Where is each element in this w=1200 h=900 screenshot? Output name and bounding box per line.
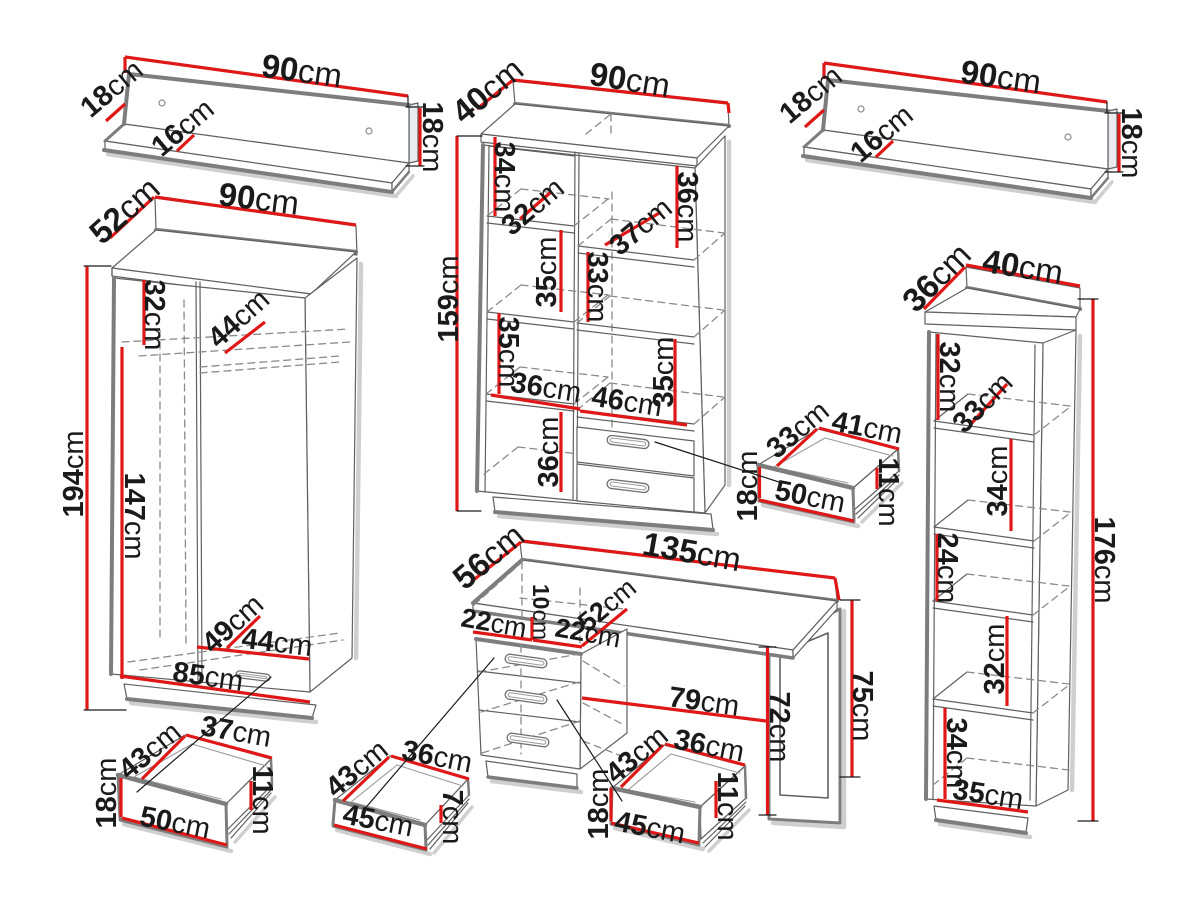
svg-text:35cm: 35cm (950, 774, 1025, 817)
svg-text:75cm: 75cm (846, 671, 878, 742)
svg-text:37cm: 37cm (198, 710, 273, 754)
svg-text:45cm: 45cm (340, 799, 416, 844)
svg-text:33cm: 33cm (581, 252, 613, 323)
svg-text:22cm: 22cm (459, 602, 529, 643)
svg-text:90cm: 90cm (587, 54, 673, 103)
svg-text:32cm: 32cm (933, 342, 965, 413)
svg-text:194cm: 194cm (58, 430, 90, 517)
svg-text:46cm: 46cm (589, 381, 664, 424)
svg-text:10cm: 10cm (528, 584, 554, 640)
svg-text:44cm: 44cm (240, 623, 314, 663)
svg-text:35cm: 35cm (492, 317, 524, 388)
svg-text:79cm: 79cm (667, 681, 742, 723)
svg-text:40cm: 40cm (980, 241, 1066, 290)
svg-text:11cm: 11cm (711, 771, 743, 840)
svg-text:36cm: 36cm (508, 367, 583, 410)
svg-text:18cm: 18cm (732, 451, 764, 522)
svg-text:36cm: 36cm (671, 724, 747, 769)
svg-text:36cm: 36cm (671, 172, 703, 243)
svg-text:22cm: 22cm (553, 612, 623, 653)
svg-text:41cm: 41cm (829, 406, 905, 451)
svg-text:34cm: 34cm (488, 142, 520, 213)
svg-text:159cm: 159cm (433, 255, 465, 342)
svg-text:176cm: 176cm (1088, 516, 1120, 603)
svg-text:147cm: 147cm (118, 472, 150, 559)
svg-text:35cm: 35cm (648, 337, 680, 408)
svg-text:32cm: 32cm (138, 280, 170, 351)
svg-text:36cm: 36cm (533, 417, 565, 488)
svg-text:32cm: 32cm (979, 624, 1011, 695)
svg-text:18cm: 18cm (91, 758, 123, 829)
svg-text:90cm: 90cm (217, 175, 302, 222)
svg-text:34cm: 34cm (982, 446, 1014, 517)
svg-text:35cm: 35cm (531, 237, 563, 308)
svg-text:34cm: 34cm (940, 718, 972, 789)
svg-text:18cm: 18cm (1115, 108, 1147, 179)
svg-text:50cm: 50cm (137, 801, 213, 846)
svg-text:85cm: 85cm (171, 656, 246, 698)
svg-text:18cm: 18cm (416, 102, 448, 173)
svg-text:90cm: 90cm (259, 46, 344, 94)
svg-text:90cm: 90cm (958, 52, 1043, 100)
svg-text:50cm: 50cm (772, 475, 848, 520)
svg-text:18cm: 18cm (583, 769, 615, 840)
svg-text:7cm: 7cm (436, 790, 468, 845)
svg-text:36cm: 36cm (399, 735, 475, 780)
svg-text:45cm: 45cm (612, 806, 688, 851)
svg-text:24cm: 24cm (931, 533, 963, 604)
svg-text:11cm: 11cm (872, 457, 904, 526)
svg-text:11cm: 11cm (246, 765, 278, 834)
svg-text:72cm: 72cm (763, 692, 795, 763)
